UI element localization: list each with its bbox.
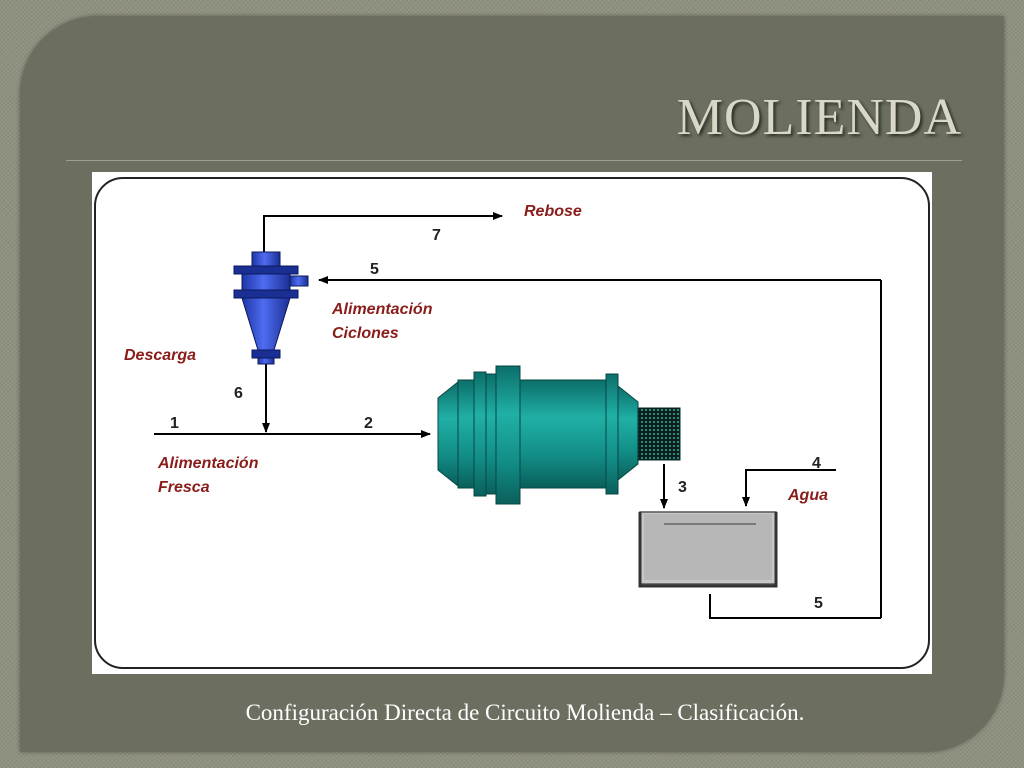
stream-number-4: 4 (812, 455, 821, 472)
hydrocyclone-icon (233, 251, 309, 365)
label-descarga: Descarga (124, 347, 196, 364)
slide-title: MOLIENDA (676, 89, 962, 146)
trommel-screen (637, 407, 681, 461)
title-divider (66, 160, 962, 161)
tank-icon (638, 511, 778, 588)
diagram-caption: Configuración Directa de Circuito Molien… (245, 700, 805, 725)
label-alimentacion-fresca-line1: Alimentación (157, 455, 259, 472)
label-alimentacion-ciclones-line2: Ciclones (332, 325, 399, 342)
stream-number-1: 1 (170, 415, 179, 432)
stream-7-line (263, 212, 503, 252)
label-alimentacion-ciclones-line1: Alimentación (331, 301, 433, 318)
stream-number-2: 2 (364, 415, 373, 432)
stream-number-5-top: 5 (370, 261, 379, 278)
stream-4-line (742, 469, 836, 507)
stream-number-3: 3 (678, 479, 687, 496)
ball-mill-icon (437, 365, 681, 505)
label-rebose: Rebose (524, 203, 582, 220)
stream-number-5-bottom: 5 (814, 595, 823, 612)
stream-number-7: 7 (432, 227, 441, 244)
label-agua: Agua (787, 487, 828, 504)
diagram-panel: Rebose Alimentación Ciclones Descarga Al… (92, 172, 932, 674)
stream-number-6: 6 (234, 385, 243, 402)
label-alimentacion-fresca-line2: Fresca (158, 479, 210, 496)
stream-5-bottom-line (709, 594, 881, 619)
diagram-frame (94, 177, 930, 669)
circuit-diagram: Rebose Alimentación Ciclones Descarga Al… (94, 177, 930, 669)
